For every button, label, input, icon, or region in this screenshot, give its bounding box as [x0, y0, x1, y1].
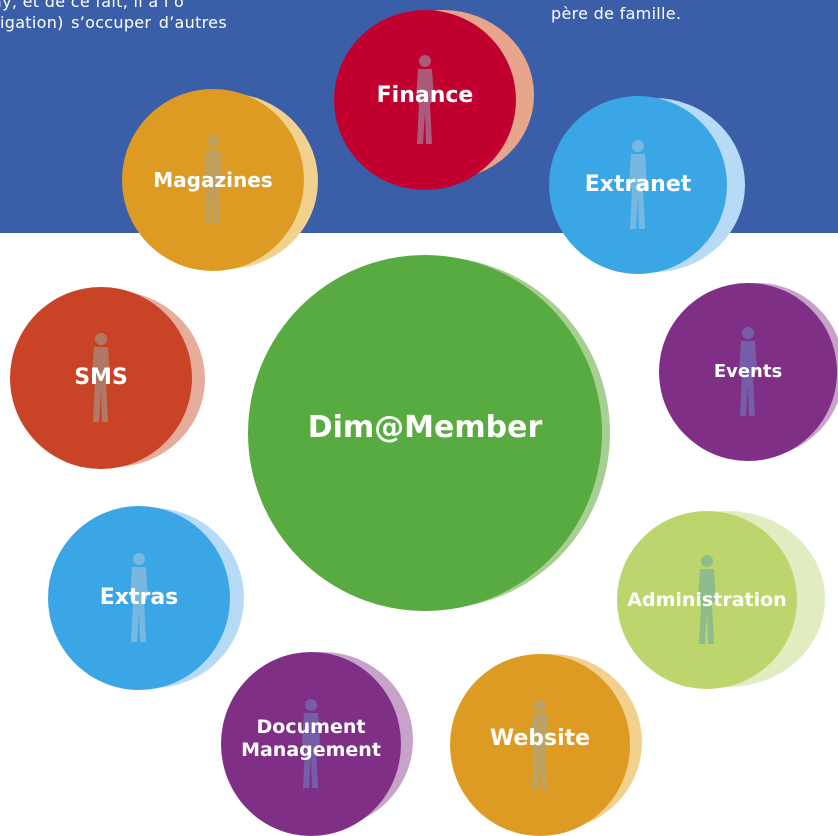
- intro-text-right: père de famille.: [551, 4, 682, 23]
- runner-icon: [739, 327, 757, 416]
- runner-icon: [416, 55, 434, 144]
- runner-icon: [531, 700, 549, 789]
- finance-label: Finance: [376, 82, 474, 108]
- runner-icon: [92, 333, 110, 422]
- runner-icon: [130, 553, 148, 642]
- runner-icon: [629, 140, 647, 229]
- runner-icon: [204, 135, 222, 224]
- magazines-bubble[interactable]: Magazines: [122, 89, 318, 271]
- extranet-label: Extranet: [584, 171, 692, 197]
- finance-bubble[interactable]: Finance: [334, 10, 534, 190]
- dim-member-bubble[interactable]: Dim@Member: [248, 255, 610, 613]
- extras-bubble[interactable]: Extras: [48, 506, 244, 690]
- runner-icon: [698, 555, 716, 644]
- magazines-label: Magazines: [153, 168, 273, 192]
- intro-text-line-2: igation) s’occuper d’autres: [0, 13, 227, 32]
- document-management-bubble[interactable]: Document Management: [221, 652, 413, 836]
- events-bubble[interactable]: Events: [659, 283, 838, 461]
- dim-member-label: Dim@Member: [307, 410, 543, 445]
- administration-label: Administration: [627, 588, 787, 611]
- extras-label: Extras: [99, 584, 179, 610]
- sms-label: SMS: [74, 364, 128, 390]
- extranet-bubble[interactable]: Extranet: [549, 96, 745, 274]
- website-label: Website: [489, 725, 591, 751]
- administration-bubble[interactable]: Administration: [617, 511, 838, 689]
- events-label: Events: [713, 361, 783, 383]
- website-bubble[interactable]: Website: [450, 654, 642, 836]
- intro-text-line-1: ay, et de ce fait, il a l’o: [0, 0, 185, 11]
- document-management-label-line1: Document: [256, 716, 366, 739]
- document-management-label-line2: Management: [241, 739, 381, 761]
- runner-icon: [302, 699, 320, 788]
- sms-bubble[interactable]: SMS: [10, 287, 205, 469]
